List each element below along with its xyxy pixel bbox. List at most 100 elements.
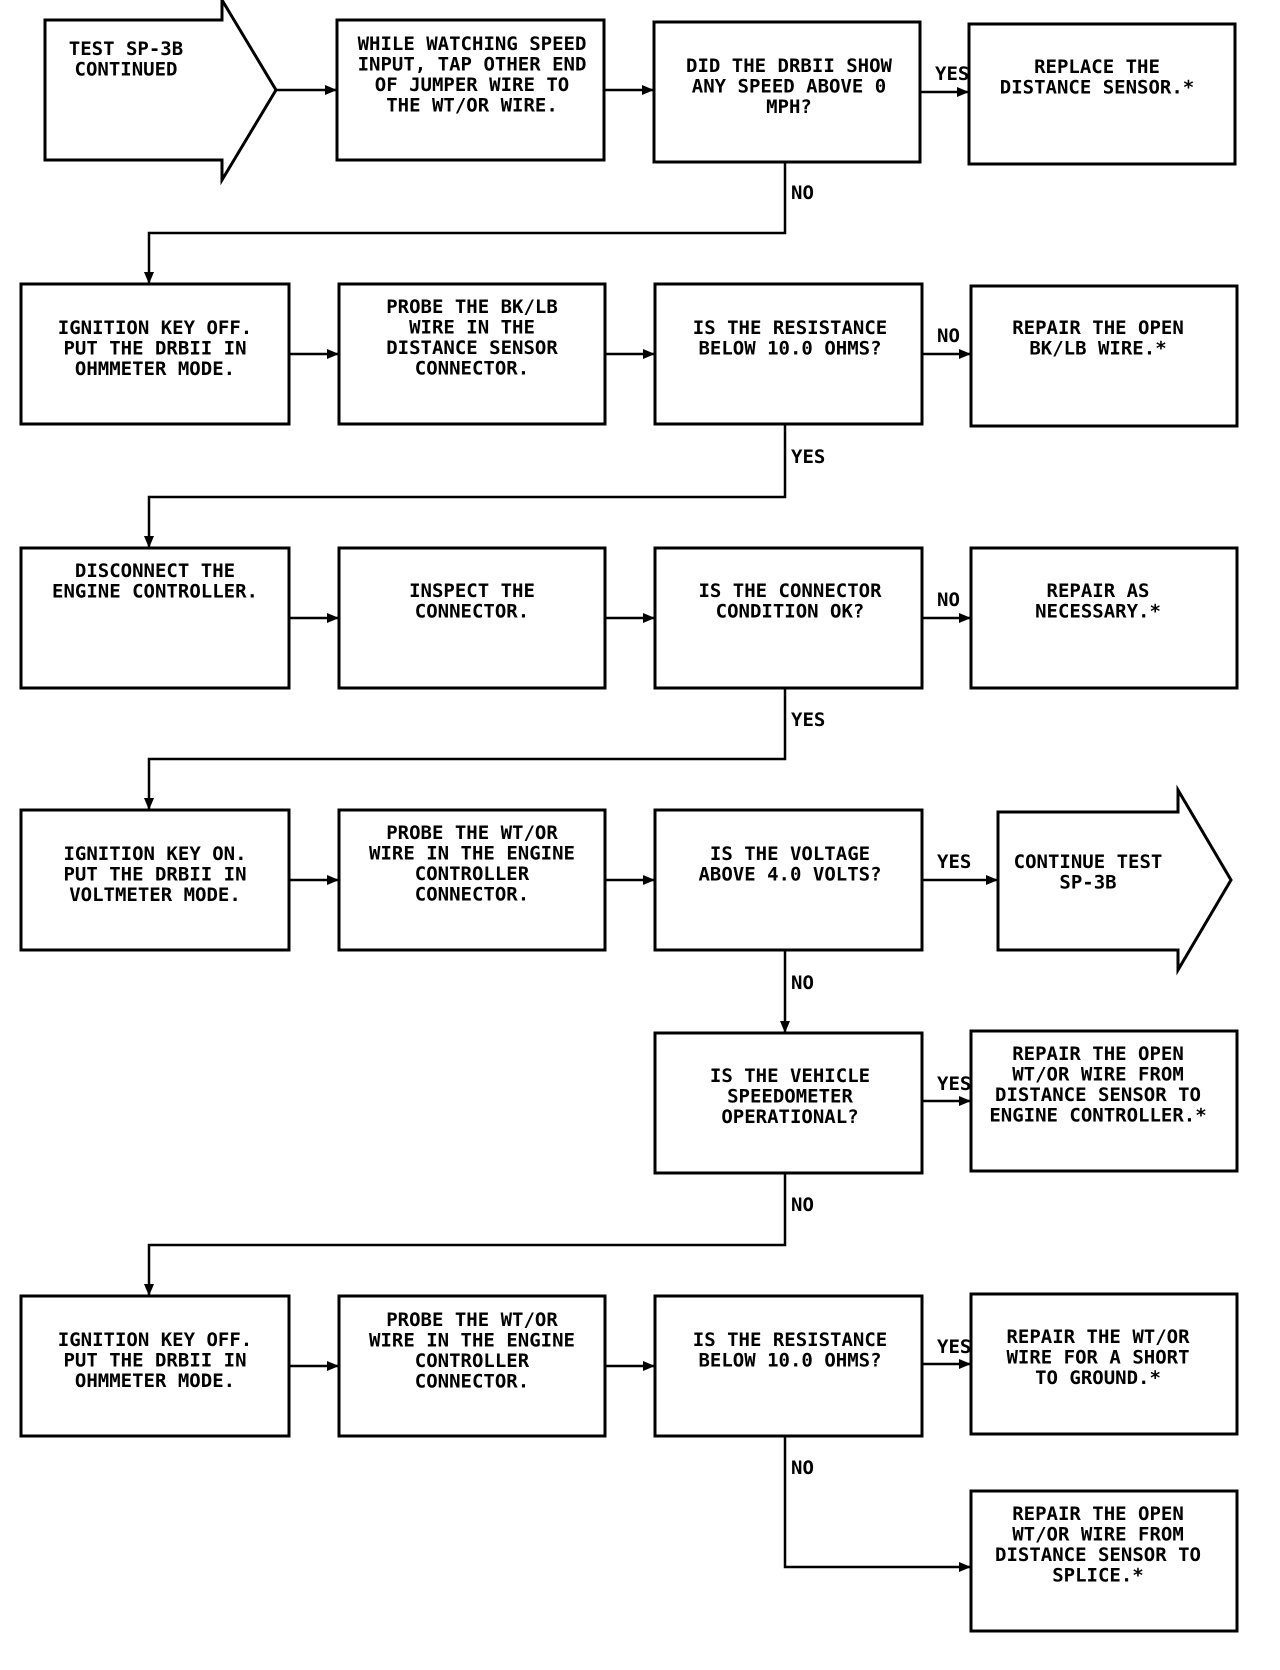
action-repair-short-to-ground-box xyxy=(969,1292,1239,1436)
decision-resistance-below-10-2-box xyxy=(653,1294,924,1438)
branch-label-r2-yes: YES xyxy=(791,446,825,468)
arrowhead-right xyxy=(327,875,339,885)
decision-voltage-above-4-text: IS THE VOLTAGE xyxy=(710,843,870,865)
action-repair-short-to-ground-text: REPAIR THE WT/OR xyxy=(1006,1326,1190,1348)
decision-speed-above-zero-text: MPH? xyxy=(766,96,812,118)
step-probe-wt-or-wire-2-text: WIRE IN THE ENGINE xyxy=(369,1330,575,1352)
step-inspect-connector-text: CONNECTOR. xyxy=(415,601,529,623)
decision-resistance-below-10-2-text: IS THE RESISTANCE xyxy=(693,1329,887,1351)
step-probe-wt-or-wire-text: CONNECTOR. xyxy=(415,884,529,906)
decision-connector-ok-box xyxy=(653,546,924,690)
action-repair-open-wt-or-to-controller-text: REPAIR THE OPEN xyxy=(1012,1043,1184,1065)
step-tap-jumper-wire-box xyxy=(335,18,606,162)
arrowhead-right xyxy=(986,875,998,885)
action-repair-open-wt-or-to-controller-text: ENGINE CONTROLLER.* xyxy=(989,1105,1206,1127)
arrowhead-down xyxy=(144,272,154,284)
arrowhead-right xyxy=(327,613,339,623)
branch-label-r5-no: NO xyxy=(791,1194,814,1216)
connector-no-to-row6 xyxy=(147,1173,787,1296)
arrowhead-right xyxy=(327,1361,339,1371)
continue-arrow xyxy=(996,784,1233,976)
arrowhead-right xyxy=(325,85,337,95)
step-probe-wt-or-wire-2-text: PROBE THE WT/OR xyxy=(386,1309,558,1331)
branch-label-r4-yes: YES xyxy=(937,851,971,873)
arrowhead-right xyxy=(957,87,969,97)
step-probe-wt-or-wire-2-text: CONTROLLER xyxy=(415,1350,530,1372)
action-replace-distance-sensor-text: REPLACE THE xyxy=(1034,56,1160,78)
decision-speed-above-zero-text: ANY SPEED ABOVE 0 xyxy=(692,76,886,98)
step-tap-jumper-wire-text: THE WT/OR WIRE. xyxy=(386,95,558,117)
decision-resistance-below-10-text: BELOW 10.0 OHMS? xyxy=(698,338,881,360)
step-probe-wt-or-wire-text: WIRE IN THE ENGINE xyxy=(369,843,575,865)
step-ignition-off-ohmmeter-text: OHMMETER MODE. xyxy=(75,358,235,380)
step-probe-bk-lb-wire-text: PROBE THE BK/LB xyxy=(386,296,558,318)
arrowhead-right xyxy=(327,349,339,359)
branch-label-r4-no: NO xyxy=(791,972,814,994)
step-probe-bk-lb-wire-text: CONNECTOR. xyxy=(415,358,529,380)
step-ignition-on-voltmeter-text: IGNITION KEY ON. xyxy=(63,843,246,865)
connector-yes-to-row3 xyxy=(147,424,787,548)
branch-label-r3-yes: YES xyxy=(791,709,825,731)
start-text: TEST SP-3B xyxy=(69,38,183,60)
r4d-text: SP-3B xyxy=(1059,872,1116,894)
branch-label-r6-no: NO xyxy=(791,1457,814,1479)
arrowhead-down xyxy=(144,798,154,810)
action-repair-open-bk-lb-text: BK/LB WIRE.* xyxy=(1029,338,1166,360)
action-repair-short-to-ground-text: TO GROUND.* xyxy=(1035,1367,1161,1389)
step-tap-jumper-wire-text: OF JUMPER WIRE TO xyxy=(375,74,569,96)
r4d-text: CONTINUE TEST xyxy=(1014,851,1163,873)
arrowhead-right xyxy=(643,1361,655,1371)
action-repair-short-to-ground-text: WIRE FOR A SHORT xyxy=(1006,1347,1189,1369)
action-repair-open-bk-lb-text: REPAIR THE OPEN xyxy=(1012,317,1184,339)
arrowhead-right xyxy=(643,875,655,885)
branch-label-r1-yes: YES xyxy=(935,63,969,85)
action-repair-open-wt-or-to-controller-text: WT/OR WIRE FROM xyxy=(1012,1064,1184,1086)
step-ignition-on-voltmeter-box xyxy=(19,808,291,952)
action-repair-open-wt-or-to-splice-box xyxy=(969,1489,1239,1633)
step-probe-wt-or-wire-2-text: CONNECTOR. xyxy=(415,1371,529,1393)
action-repair-as-necessary-text: NECESSARY.* xyxy=(1035,601,1161,623)
action-repair-open-bk-lb-box xyxy=(969,284,1239,428)
arrowhead-right xyxy=(959,349,971,359)
start-text: CONTINUED xyxy=(75,59,178,81)
action-repair-open-wt-or-to-splice-text: REPAIR THE OPEN xyxy=(1012,1503,1184,1525)
connector-no-to-row2 xyxy=(147,162,787,284)
action-repair-as-necessary-box xyxy=(969,546,1239,690)
action-repair-open-wt-or-to-splice-text: DISTANCE SENSOR TO xyxy=(995,1544,1201,1566)
step-ignition-on-voltmeter-text: PUT THE DRBII IN xyxy=(63,864,246,886)
step-disconnect-engine-controller-text: DISCONNECT THE xyxy=(75,560,235,582)
decision-speedometer-operational-text: SPEEDOMETER xyxy=(727,1086,853,1108)
start-arrow xyxy=(43,0,278,186)
decision-speedometer-operational-text: OPERATIONAL? xyxy=(721,1106,858,1128)
step-probe-wt-or-wire-text: PROBE THE WT/OR xyxy=(386,822,558,844)
arrowhead-right xyxy=(643,349,655,359)
step-ignition-off-ohmmeter-2-text: PUT THE DRBII IN xyxy=(63,1350,246,1372)
decision-connector-ok-text: IS THE CONNECTOR xyxy=(698,580,882,602)
step-probe-bk-lb-wire-text: DISTANCE SENSOR xyxy=(386,337,558,359)
decision-speedometer-operational-text: IS THE VEHICLE xyxy=(710,1065,870,1087)
step-probe-bk-lb-wire-box xyxy=(337,282,607,426)
step-ignition-off-ohmmeter-2-text: OHMMETER MODE. xyxy=(75,1370,235,1392)
decision-resistance-below-10-2-text: BELOW 10.0 OHMS? xyxy=(698,1350,881,1372)
decision-voltage-above-4-text: ABOVE 4.0 VOLTS? xyxy=(698,864,881,886)
action-replace-distance-sensor-box xyxy=(967,22,1237,166)
arrowhead-right xyxy=(959,613,971,623)
decision-resistance-below-10-text: IS THE RESISTANCE xyxy=(693,317,887,339)
action-repair-open-wt-or-to-splice-text: SPLICE.* xyxy=(1052,1565,1144,1587)
decision-connector-ok-text: CONDITION OK? xyxy=(716,601,865,623)
step-disconnect-engine-controller-text: ENGINE CONTROLLER. xyxy=(52,581,258,603)
arrowhead-right xyxy=(643,613,655,623)
connector-no-repair-splice xyxy=(783,1436,971,1569)
step-probe-bk-lb-wire-text: WIRE IN THE xyxy=(409,317,535,339)
action-repair-open-wt-or-to-controller-text: DISTANCE SENSOR TO xyxy=(995,1084,1201,1106)
step-ignition-off-ohmmeter-2-box xyxy=(19,1294,291,1438)
arrowhead-down xyxy=(144,536,154,548)
step-ignition-off-ohmmeter-2-text: IGNITION KEY OFF. xyxy=(58,1329,252,1351)
decision-speedometer-operational-box xyxy=(653,1031,924,1175)
step-ignition-off-ohmmeter-text: PUT THE DRBII IN xyxy=(63,338,246,360)
step-probe-wt-or-wire-text: CONTROLLER xyxy=(415,863,530,885)
arrowhead-right xyxy=(642,85,654,95)
action-repair-open-wt-or-to-splice-text: WT/OR WIRE FROM xyxy=(1012,1524,1184,1546)
step-ignition-on-voltmeter-text: VOLTMETER MODE. xyxy=(69,884,241,906)
step-probe-wt-or-wire-box xyxy=(337,808,607,952)
